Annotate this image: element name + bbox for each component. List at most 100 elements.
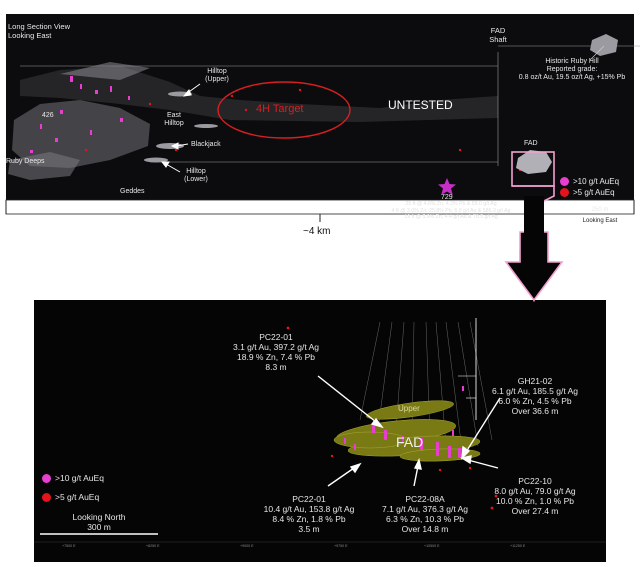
view-title: Long Section View Looking East — [8, 22, 70, 40]
hole-id: PC22-10 — [518, 476, 552, 486]
hole-line3: Over 36.6 m — [511, 406, 559, 416]
hole-729-star — [438, 178, 456, 195]
fad-shaft-label: FAD Shaft — [480, 26, 516, 44]
fad-shaft-line1: FAD — [490, 26, 506, 35]
axis-tick-label: +9750 E — [334, 544, 348, 548]
top-workings-band — [20, 66, 498, 122]
red-dot-icon — [560, 188, 569, 198]
ruby-hill-leader — [589, 45, 605, 61]
hole-pc22-01-upper: PC22-01 3.1 g/t Au, 397.2 g/t Ag 18.9 % … — [216, 332, 336, 372]
callout-arrow-stem — [524, 196, 544, 236]
label-upper-lens: Upper — [398, 404, 420, 413]
hole-id: PC22-01 — [259, 332, 293, 342]
fad-ore-lenses — [333, 400, 481, 462]
legend-red-label: >5 g/t AuEq — [573, 188, 615, 197]
top-workings-upper — [60, 62, 150, 80]
blackjack-lens — [156, 143, 184, 149]
historic-line2: Reported grade: — [546, 66, 598, 73]
label-426: 426 — [42, 112, 54, 119]
axis-tick-label: +11250 E — [510, 544, 526, 548]
bottom-intercepts — [344, 386, 464, 458]
hole-line3: 8.3 m — [265, 362, 287, 372]
label-east-hilltop: East Hilltop — [160, 112, 188, 128]
hole-line1: 7.1 g/t Au, 376.3 g/t Ag — [381, 504, 468, 514]
hole-id: PC22-08A — [405, 494, 445, 504]
hole-id: PC22-01 — [292, 494, 326, 504]
hole-pc22-08a: PC22-08A 7.1 g/t Au, 376.3 g/t Ag 6.3 % … — [370, 494, 480, 534]
left-ore-cluster — [12, 100, 150, 168]
top-red-intercepts — [84, 88, 522, 172]
legend-pink-row: >10 g/t AuEq — [560, 176, 619, 187]
axis-tick-label: +8250 E — [146, 544, 160, 548]
hole-line2: 6.0 % Zn, 4.5 % Pb — [498, 396, 572, 406]
top-looking-label: Looking East — [582, 218, 618, 224]
label-hilltop-lower: Hilltop (Lower) — [180, 168, 212, 184]
axis-tick-label: +10500 E — [424, 544, 440, 548]
bottom-scale-label: 300 m — [87, 522, 111, 532]
legend-pink-row: >10 g/t AuEq — [42, 472, 104, 485]
hole-line2: 6.3 % Zn, 10.3 % Pb — [386, 514, 464, 524]
legend-red-row: >5 g/t AuEq — [560, 187, 619, 198]
hole-line1: 8.0 g/t Au, 79.0 g/t Ag — [494, 486, 576, 496]
hole-line1: 6.1 g/t Au, 185.5 g/t Ag — [491, 386, 578, 396]
callout-arrow — [504, 231, 564, 302]
historic-line3: 0.8 oz/t Au, 19.5 oz/t Ag, +15% Pb — [518, 74, 626, 81]
4h-target-ellipse — [217, 81, 351, 139]
fad-detail-panel — [34, 300, 606, 562]
hole-729-line3: 19 ft @ 5.9% Zn, 4.4 g/t Au & 78.5 g/t A… — [404, 214, 498, 220]
hole-gh21-02: GH21-02 6.1 g/t Au, 185.5 g/t Ag 6.0 % Z… — [480, 376, 590, 416]
4h-target-label: 4H Target — [256, 103, 304, 115]
label-blackjack: Blackjack — [191, 141, 221, 148]
distance-label: ~4 km — [303, 226, 331, 237]
looking-north-label: Looking North — [72, 512, 126, 522]
top-arrows — [160, 83, 201, 173]
historic-line1: Historic Ruby Hill — [545, 58, 599, 65]
historic-ruby-hill: Historic Ruby Hill Reported grade: 0.8 o… — [508, 58, 636, 82]
axis-tick-label: +9000 E — [240, 544, 254, 548]
hole-line1: 10.4 g/t Au, 153.8 g/t Ag — [263, 504, 355, 514]
hole-line3: Over 14.8 m — [401, 524, 449, 534]
untested-label: UNTESTED — [388, 98, 453, 112]
view-title-line2: Looking East — [8, 31, 52, 40]
red-dot-icon — [42, 493, 51, 503]
legend-pink-label: >10 g/t AuEq — [573, 177, 620, 186]
legend-red-label: >5 g/t AuEq — [55, 492, 100, 502]
hilltop-upper-line1: Hilltop — [207, 68, 227, 75]
ruby-hill-clump — [590, 34, 618, 56]
top-legend: >10 g/t AuEq >5 g/t AuEq — [560, 176, 619, 198]
hole-pc22-01-lower: PC22-01 10.4 g/t Au, 153.8 g/t Ag 8.4 % … — [254, 494, 364, 534]
hole-line2: 18.9 % Zn, 7.4 % Pb — [237, 352, 315, 362]
hilltop-upper-line2: (Upper) — [205, 76, 229, 83]
ruby-deeps-cluster — [8, 152, 80, 180]
east-hilltop-line2: Hilltop — [164, 120, 184, 127]
hole-line1: 3.1 g/t Au, 397.2 g/t Ag — [232, 342, 319, 352]
legend-red-row: >5 g/t AuEq — [42, 491, 104, 504]
label-fad-detail: FAD — [396, 434, 424, 450]
top-scale-label: 250 m — [591, 207, 609, 213]
hole-id: GH21-02 — [517, 376, 553, 386]
hole-line2: 8.4 % Zn, 1.8 % Pb — [272, 514, 346, 524]
view-title-line1: Long Section View — [8, 22, 70, 31]
bottom-orientation: Looking North 300 m — [44, 512, 154, 532]
hole-729-line2: 4 ft @ 3.0% Zn, 25.8% Pb, 6.9 g/t Au & 5… — [391, 207, 511, 214]
label-hilltop-upper: Hilltop (Upper) — [200, 68, 234, 84]
fad-orebody-top — [516, 150, 552, 174]
hole-pc22-10: PC22-10 8.0 g/t Au, 79.0 g/t Ag 10.0 % Z… — [480, 476, 590, 516]
label-fad-top: FAD — [524, 140, 538, 147]
hole-line2: 10.0 % Zn, 1.0 % Pb — [496, 496, 574, 506]
legend-pink-label: >10 g/t AuEq — [55, 473, 104, 483]
bottom-legend: >10 g/t AuEq >5 g/t AuEq — [42, 472, 104, 504]
hilltop-lower-line1: Hilltop — [186, 168, 206, 175]
east-hilltop-lens — [194, 124, 218, 128]
bottom-red-intercepts — [286, 326, 498, 510]
hole-line3: 3.5 m — [298, 524, 320, 534]
hole-729-id: 729 — [441, 194, 453, 201]
axis-tick-label: +7500 E — [62, 544, 76, 548]
hole-line3: Over 27.4 m — [511, 506, 559, 516]
top-intercepts — [30, 76, 130, 153]
hole-729-intercepts: 25 ft @ 4.6% Zn, 4.2% Pb & 59.0 g/t Ag 4… — [376, 201, 526, 221]
bottom-callout-arrows — [317, 375, 501, 487]
label-ruby-deeps: Ruby Deeps — [6, 158, 45, 165]
pink-dot-icon — [42, 474, 51, 484]
